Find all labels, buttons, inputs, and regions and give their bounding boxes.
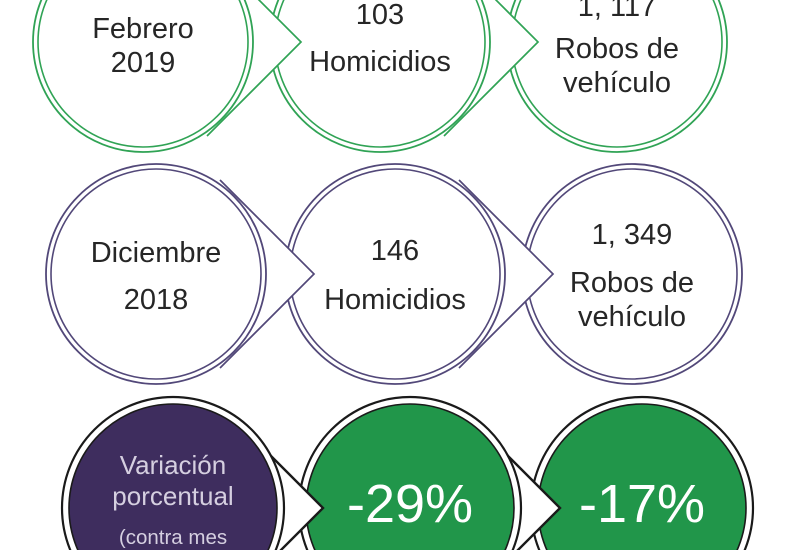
homicides-feb-count: 103 (355, 0, 405, 31)
arrow-homicides-to-theft-feb-outline (443, 0, 540, 137)
month-dec-line1: Diciembre (90, 237, 222, 269)
change-label-circle-disc (68, 403, 278, 550)
vehicle-theft-feb-label1: Robos de (554, 33, 680, 65)
vehicle-theft-feb-text: 1, 117 Robos de vehículo (517, 0, 717, 100)
vehicle-theft-feb-count: 1, 117 (577, 0, 657, 23)
month-feb-text: Febrero 2019 (43, 12, 243, 80)
homicide-change-value: -29% (346, 474, 474, 534)
homicides-feb-text: 103 Homicidios (280, 0, 480, 79)
change-label-text: Variación porcentual (contra mes (73, 450, 273, 549)
homicides-dec-text: 146 Homicidios (295, 234, 495, 317)
row-variacion-porcentual (60, 395, 755, 550)
vehicle-theft-dec-label1: Robos de (569, 267, 695, 299)
vehicle-theft-dec-count: 1, 349 (591, 219, 673, 251)
arrow-month-to-homicides-dec-outline (219, 179, 316, 369)
homicide-change-text: -29% (310, 474, 510, 534)
month-dec-circle-inner (50, 168, 262, 380)
vehicle-theft-dec-label2: vehículo (577, 301, 686, 333)
month-dec-circle-outer (45, 163, 267, 385)
month-feb-circle-outer (32, 0, 254, 153)
month-feb-line2: 2019 (110, 47, 176, 79)
row-diciembre-2018 (45, 163, 743, 385)
change-label-line2: porcentual (112, 481, 234, 511)
homicides-feb-label: Homicidios (309, 46, 451, 78)
row-febrero-2019 (32, 0, 728, 153)
arrow-homicides-to-theft-dec-outline (458, 179, 555, 369)
theft-change-value: -17% (578, 474, 706, 534)
month-dec-text: Diciembre 2018 (56, 236, 256, 317)
vehicle-theft-dec-text: 1, 349 Robos de vehículo (532, 218, 732, 334)
vehicle-theft-feb-label2: vehículo (562, 67, 671, 99)
arrow-month-to-homicides-feb-outline (206, 0, 303, 137)
homicides-dec-count: 146 (370, 235, 420, 267)
change-label-line1: Variación (119, 450, 227, 480)
theft-change-text: -17% (542, 474, 742, 534)
change-label-line3: (contra mes (118, 526, 228, 549)
homicides-dec-label: Homicidios (324, 284, 466, 316)
month-feb-line1: Febrero (92, 13, 194, 45)
month-dec-line2: 2018 (123, 284, 189, 316)
month-feb-circle-inner (37, 0, 249, 148)
